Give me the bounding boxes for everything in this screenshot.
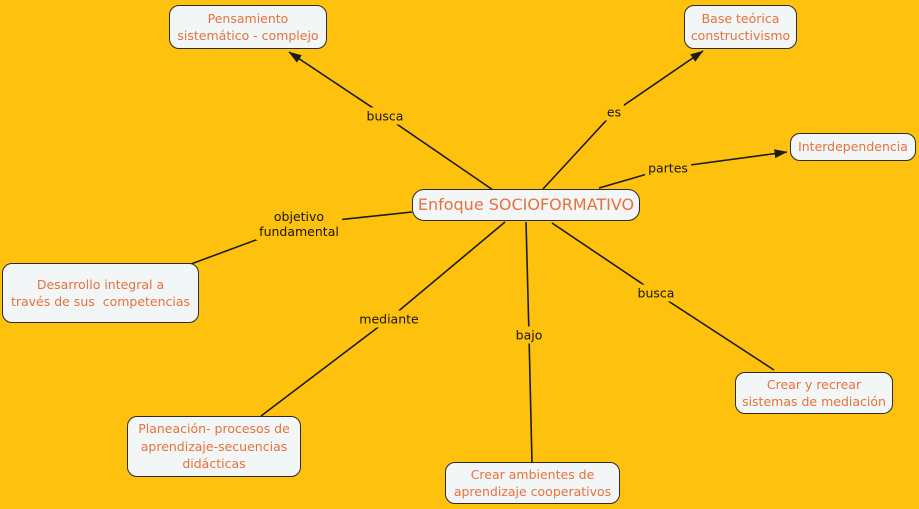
node-crear-recrear-sistemas[interactable]: Crear y recrear sistemas de mediación xyxy=(735,372,893,414)
node-enfoque-socioformativo[interactable]: Enfoque SOCIOFORMATIVO xyxy=(412,189,640,221)
node-planeacion-procesos[interactable]: Planeación- procesos de aprendizaje-secu… xyxy=(127,416,301,477)
edge-label-mediante[interactable]: mediante xyxy=(356,310,422,328)
edge-partes-line xyxy=(598,149,788,189)
node-interdependencia[interactable]: Interdependencia xyxy=(790,133,916,161)
node-base-teorica[interactable]: Base teórica constructivismo xyxy=(684,5,797,49)
node-desarrollo-integral[interactable]: Desarrollo integral a través de sus comp… xyxy=(2,263,199,323)
edge-label-busca-top[interactable]: busca xyxy=(363,107,407,125)
edge-label-bajo[interactable]: bajo xyxy=(512,326,546,344)
edge-label-objetivo-fundamental[interactable]: objetivo fundamental xyxy=(256,208,342,240)
edge-label-busca-bottom[interactable]: busca xyxy=(634,284,678,302)
node-crear-ambientes[interactable]: Crear ambientes de aprendizaje cooperati… xyxy=(445,462,620,504)
edge-label-partes[interactable]: partes xyxy=(645,159,691,177)
edge-label-es[interactable]: es xyxy=(603,103,625,121)
node-pensamiento-sistematico[interactable]: Pensamiento sistemático - complejo xyxy=(169,5,327,49)
